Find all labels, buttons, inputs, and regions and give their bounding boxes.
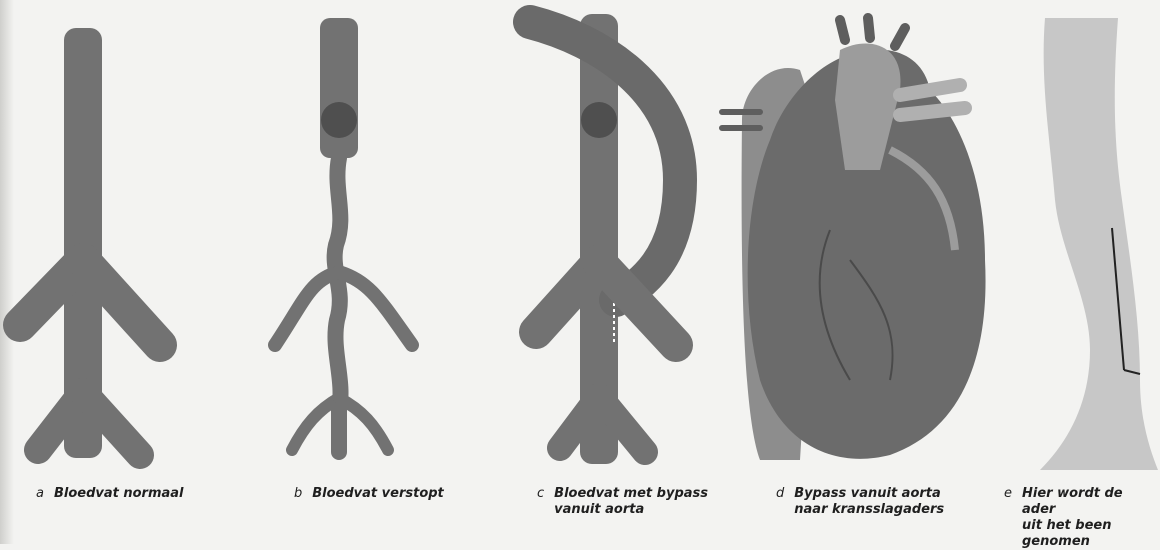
panel-a-normal-vessel xyxy=(20,28,160,458)
caption-e: e Hier wordt de ader uit het been genome… xyxy=(1004,486,1160,550)
panel-c-bypass-vessel xyxy=(530,14,680,464)
caption-text-a: Bloedvat normaal xyxy=(54,486,184,502)
narrowed-vessel-b xyxy=(335,158,341,452)
narrow-right-branch-b xyxy=(339,272,412,345)
caption-a: a Bloedvat normaal xyxy=(36,486,184,502)
caption-b: b Bloedvat verstopt xyxy=(294,486,444,502)
panel-letter-d: d xyxy=(776,486,784,518)
panel-e-leg xyxy=(1040,18,1158,470)
caption-text-d: Bypass vanuit aorta naar kransslagaders xyxy=(794,486,944,518)
caption-d: d Bypass vanuit aorta naar kransslagader… xyxy=(776,486,944,518)
caption-text-e: Hier wordt de ader uit het been genomen xyxy=(1022,486,1160,550)
plaque-blockage-b xyxy=(321,102,357,138)
caption-text-c: Bloedvat met bypass vanuit aorta xyxy=(554,486,708,518)
plaque-blockage-c xyxy=(581,102,617,138)
panel-letter-e: e xyxy=(1004,486,1012,550)
leg-shape-e xyxy=(1040,18,1158,470)
panel-letter-b: b xyxy=(294,486,302,502)
panel-letter-c: c xyxy=(537,486,544,518)
panel-b-blocked-vessel xyxy=(275,18,412,452)
caption-text-b: Bloedvat verstopt xyxy=(312,486,444,502)
aortic-arch-branches-d xyxy=(840,18,905,46)
caption-c: c Bloedvat met bypass vanuit aorta xyxy=(537,486,708,518)
panel-letter-a: a xyxy=(36,486,44,502)
panel-d-heart-bypass xyxy=(722,18,986,460)
